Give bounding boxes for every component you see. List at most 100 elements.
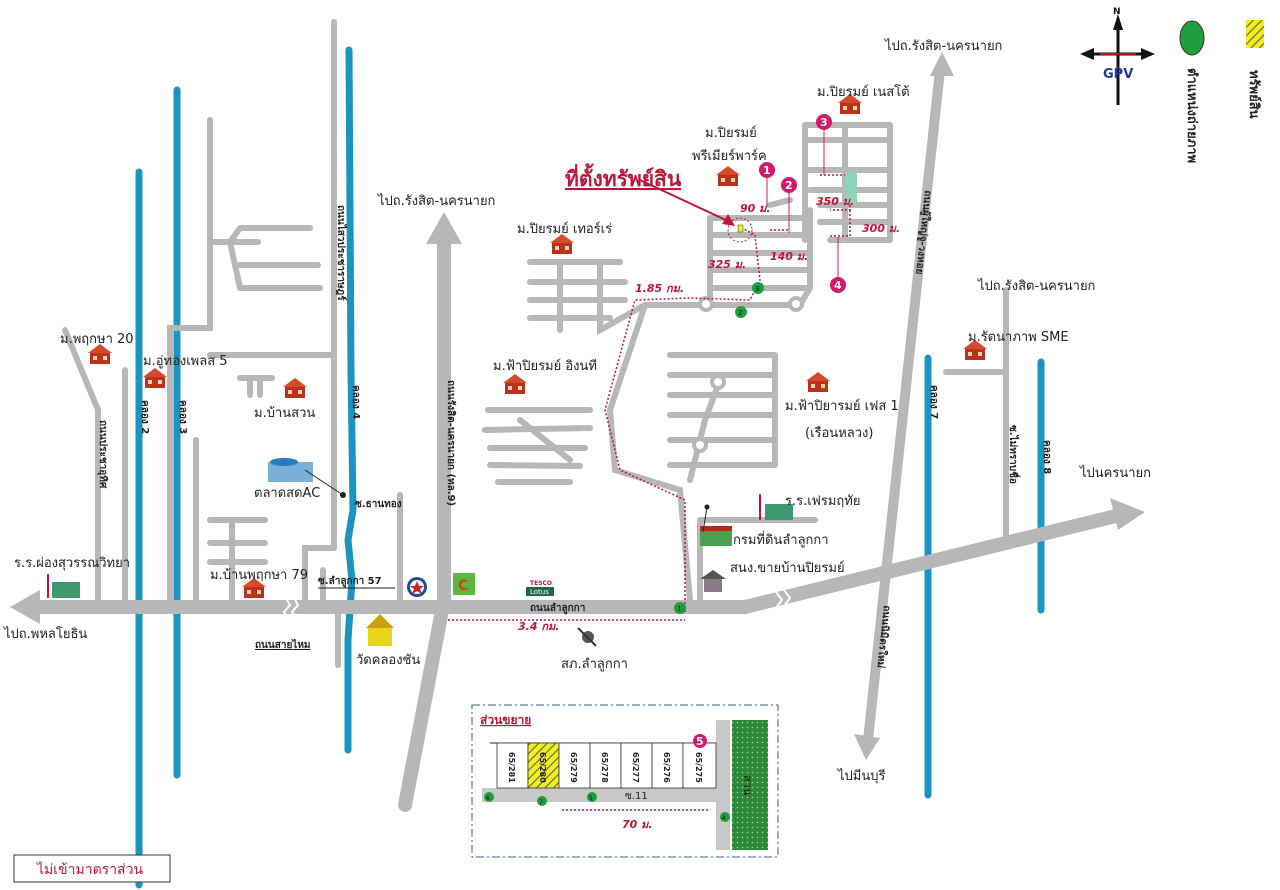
road-label: ถนนไสวประชาราษฎร์ bbox=[335, 205, 348, 301]
sales-office-icon bbox=[700, 570, 726, 592]
direction-label: ไปถ.รังสิต-นครนายก bbox=[884, 38, 1002, 54]
direction-label: ไปถ.รังสิต-นครนายก bbox=[377, 193, 495, 209]
place-label: ม.ปิยรมย์ เนสโต้ bbox=[817, 84, 910, 100]
numbered-markers: 1 2 3 4 bbox=[759, 114, 846, 293]
land-office-icon bbox=[700, 526, 732, 546]
roads bbox=[10, 19, 1145, 812]
photo-point: 4 bbox=[722, 815, 726, 822]
distance-label: 90 ม. bbox=[740, 202, 771, 215]
place-label: ร.ร.ผ่องสุวรรณวิทยา bbox=[14, 556, 130, 571]
canal-label: คลอง 2 bbox=[139, 400, 150, 434]
road-label: ถนนรังสิต-นครนายก (ทล.9) bbox=[445, 380, 457, 506]
legend: N GPV ตำแหน่งถ่ายภาพ ทรัพย์สิน bbox=[1080, 7, 1264, 163]
property-location-title: ที่ตั้งทรัพย์สิน bbox=[565, 163, 682, 191]
house-icon bbox=[550, 234, 574, 254]
market-icon bbox=[268, 458, 313, 482]
svg-text:C: C bbox=[458, 578, 468, 594]
marker-3: 3 bbox=[820, 116, 828, 129]
road-label: ซ.ลำลูกกา 57 bbox=[318, 575, 382, 588]
photo-point: 7 bbox=[539, 799, 543, 806]
scale-note-box bbox=[13, 854, 171, 883]
school-icon bbox=[47, 574, 80, 598]
police-icon bbox=[577, 627, 597, 647]
brand-logo: GPV bbox=[1103, 67, 1133, 82]
temple-icon bbox=[366, 614, 394, 646]
green-area bbox=[845, 172, 857, 204]
plots: 65/281 65/280 65/279 65/278 65/277 65/27… bbox=[496, 742, 717, 789]
place-label: ร.ร.เฟรมฤทัย bbox=[785, 494, 861, 509]
canal-label: คลอง 8 bbox=[1041, 440, 1052, 474]
house-icon bbox=[503, 374, 527, 394]
caltex-icon bbox=[407, 577, 427, 597]
place-label: ม.บ้านสวน bbox=[254, 406, 315, 421]
distance-label: 3.4 กม. bbox=[518, 620, 559, 633]
place-label: สนง.ขายบ้านปิยรมย์ bbox=[730, 560, 845, 576]
place-label: ม.ฟ้าปิยรมย์ อิงนที bbox=[493, 358, 597, 374]
place-label: ม.รัตนาภาพ SME bbox=[968, 330, 1069, 345]
place-label: (เรือนหลวง) bbox=[805, 425, 873, 441]
canals bbox=[135, 46, 1045, 889]
marker-2: 2 bbox=[785, 179, 793, 192]
house-icon bbox=[143, 368, 167, 388]
marker-1: 1 bbox=[763, 164, 771, 177]
distance-label: 300 ม. bbox=[862, 222, 900, 235]
place-label: ม.ปิยรมย์ เทอร์เร่ bbox=[517, 221, 612, 237]
place-label: ตลาดสดAC bbox=[254, 486, 320, 501]
place-label: ม.ปิยรมย์ bbox=[705, 125, 757, 141]
rangsit-nakhonnayok-road bbox=[398, 233, 451, 812]
lotus-label: Lotus bbox=[530, 588, 549, 596]
road-label: ถนนประชาอุทิศ bbox=[97, 420, 109, 489]
road-label: ซ.ธานทอง bbox=[355, 499, 402, 510]
place-label: วัดคลองชัน bbox=[356, 653, 420, 668]
house-icon bbox=[283, 378, 307, 398]
tesco-label: TESCO bbox=[530, 580, 552, 587]
lam-luk-ka-road bbox=[23, 508, 1127, 614]
inset-distance: 70 ม. bbox=[622, 818, 653, 831]
property-legend-label: ทรัพย์สิน bbox=[1246, 70, 1262, 119]
direction-label: ไปมีนบุรี bbox=[837, 768, 885, 784]
road-label: ถนนสายไหม bbox=[255, 638, 311, 651]
distance-label: 325 ม. bbox=[708, 258, 746, 271]
seven-eleven-icon: C bbox=[453, 573, 475, 595]
plot-number: 65/275 bbox=[694, 752, 703, 783]
places: ม.พฤกษา 20 ม.อู่ทองเพลส 5 ม.บ้านสวน ม.ปิ… bbox=[14, 84, 1069, 672]
direction-label: ไปถ.พหลโยธิน bbox=[3, 626, 87, 642]
property-marker bbox=[737, 224, 744, 233]
canal-4 bbox=[344, 46, 357, 754]
property-circle bbox=[727, 217, 753, 243]
place-label: กรมที่ดินลำลูกกา bbox=[733, 531, 829, 548]
route-local bbox=[770, 174, 851, 237]
canal-label: คลอง 3 bbox=[177, 400, 188, 434]
photo-points: 1 3 2 bbox=[674, 282, 764, 614]
property-legend-icon bbox=[1246, 20, 1264, 48]
plot-number: 65/279 bbox=[569, 752, 578, 783]
photo-point: 2 bbox=[738, 309, 742, 317]
photo-point: 6 bbox=[486, 795, 490, 802]
road-label: ซ.ไม่ทราบชื่อ bbox=[1007, 425, 1021, 484]
photo-point: 3 bbox=[755, 285, 759, 293]
canal-label: คลอง 7 bbox=[928, 385, 939, 419]
scale-note: ไม่เข้ามาตราส่วน bbox=[36, 861, 143, 878]
road-label: ถนนผู้ใหญ่จู-วงหอย bbox=[912, 190, 935, 276]
photo-point: 1 bbox=[677, 605, 681, 613]
soi-label: ซ.11 bbox=[625, 791, 648, 802]
place-label: ม.พฤกษา 20 bbox=[60, 332, 134, 347]
canal-label: คลอง 4 bbox=[350, 385, 361, 419]
place-label: ม.ฟ้าปิยารมย์ เฟส 1 bbox=[785, 398, 899, 414]
place-label: พรีเมียร์พาร์ค bbox=[692, 148, 767, 164]
plot-number: 65/278 bbox=[600, 752, 609, 783]
place-label: สภ.ลำลูกกา bbox=[561, 657, 628, 672]
compass-icon: N GPV bbox=[1080, 7, 1155, 105]
inset-title: ส่วนขยาย bbox=[480, 713, 531, 727]
photo-point: 5 bbox=[589, 795, 593, 802]
house-icon bbox=[806, 372, 830, 392]
plot-number: 65/281 bbox=[507, 752, 516, 783]
garden-area bbox=[732, 720, 768, 850]
house-icon bbox=[88, 344, 112, 364]
plot-number: 65/276 bbox=[662, 752, 671, 783]
distance-label: 140 ม. bbox=[770, 250, 808, 263]
subject-plot bbox=[527, 742, 560, 789]
plot-number: 65/277 bbox=[631, 752, 640, 783]
photo-location-legend-icon bbox=[1179, 20, 1205, 56]
school-icon bbox=[759, 494, 793, 520]
